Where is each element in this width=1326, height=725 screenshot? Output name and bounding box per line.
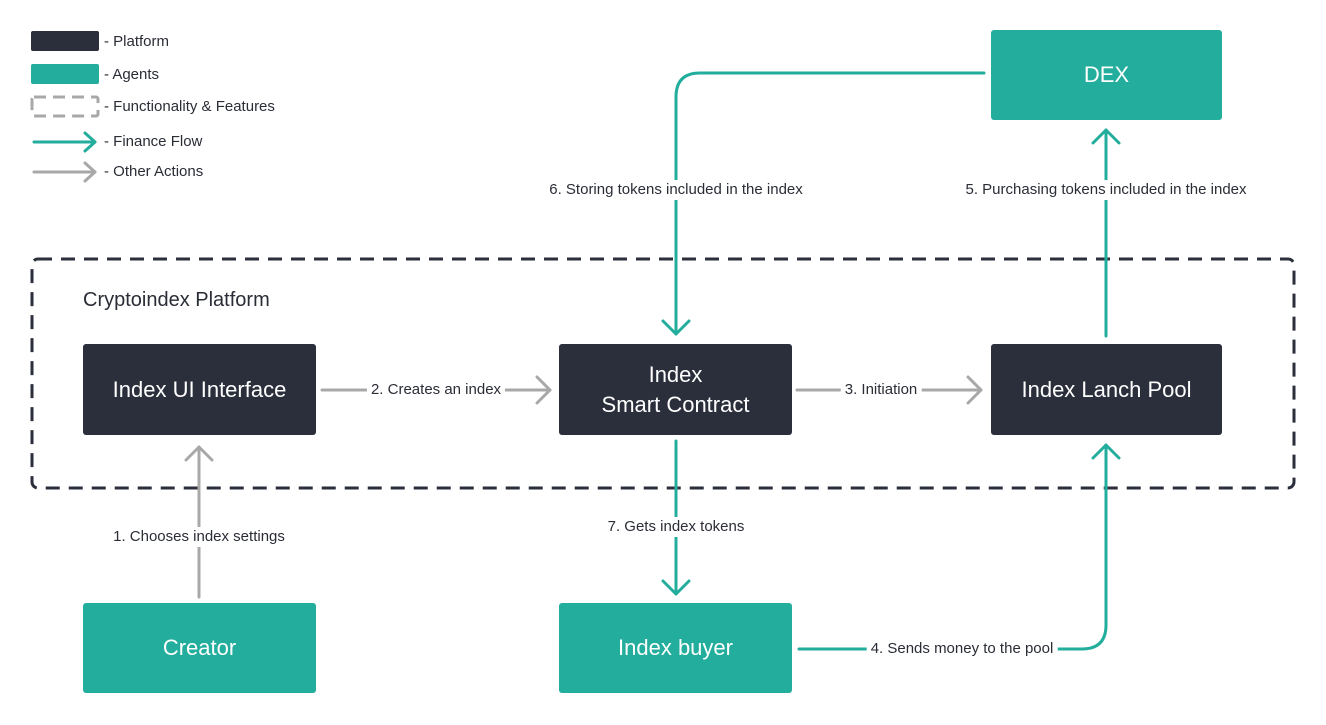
edge-label-purchasing-tokens: 5. Purchasing tokens included in the ind… [961, 180, 1251, 200]
edge-label-storing-tokens: 6. Storing tokens included in the index [545, 180, 807, 200]
node-index-buyer: Index buyer [559, 603, 792, 693]
edge-label-creates-index: 2. Creates an index [366, 380, 506, 400]
platform-region-border [30, 257, 1296, 490]
node-dex: DEX [991, 30, 1222, 120]
legend-finance-flow-arrow [32, 131, 97, 153]
legend-finance-flow-label: - Finance Flow [104, 133, 203, 150]
legend-feature-swatch [30, 95, 100, 118]
node-index-ui-interface: Index UI Interface [83, 344, 316, 435]
legend-platform-label: - Platform [104, 33, 170, 50]
edge-storing-tokens [661, 71, 986, 336]
legend-features-label: - Functionality & Features [104, 98, 275, 115]
legend-platform-swatch [31, 31, 99, 51]
edge-purchasing-tokens [1091, 128, 1121, 338]
node-index-smart-contract: Index Smart Contract [559, 344, 792, 435]
legend-other-actions-label: - Other Actions [104, 163, 204, 180]
platform-region-title: Cryptoindex Platform [83, 289, 270, 311]
legend-agents-label: - Agents [104, 66, 160, 83]
legend-other-action-arrow [32, 161, 97, 183]
edge-chooses-settings [184, 445, 214, 599]
edge-label-gets-tokens: 7. Gets index tokens [603, 517, 749, 537]
node-index-launch-pool: Index Lanch Pool [991, 344, 1222, 435]
edge-label-sends-money: 4. Sends money to the pool [866, 639, 1058, 659]
edge-label-initiation: 3. Initiation [840, 380, 922, 400]
edge-label-chooses-settings: 1. Chooses index settings [109, 527, 289, 547]
legend-agent-swatch [31, 64, 99, 84]
node-creator: Creator [83, 603, 316, 693]
edge-sends-money [797, 443, 1121, 651]
